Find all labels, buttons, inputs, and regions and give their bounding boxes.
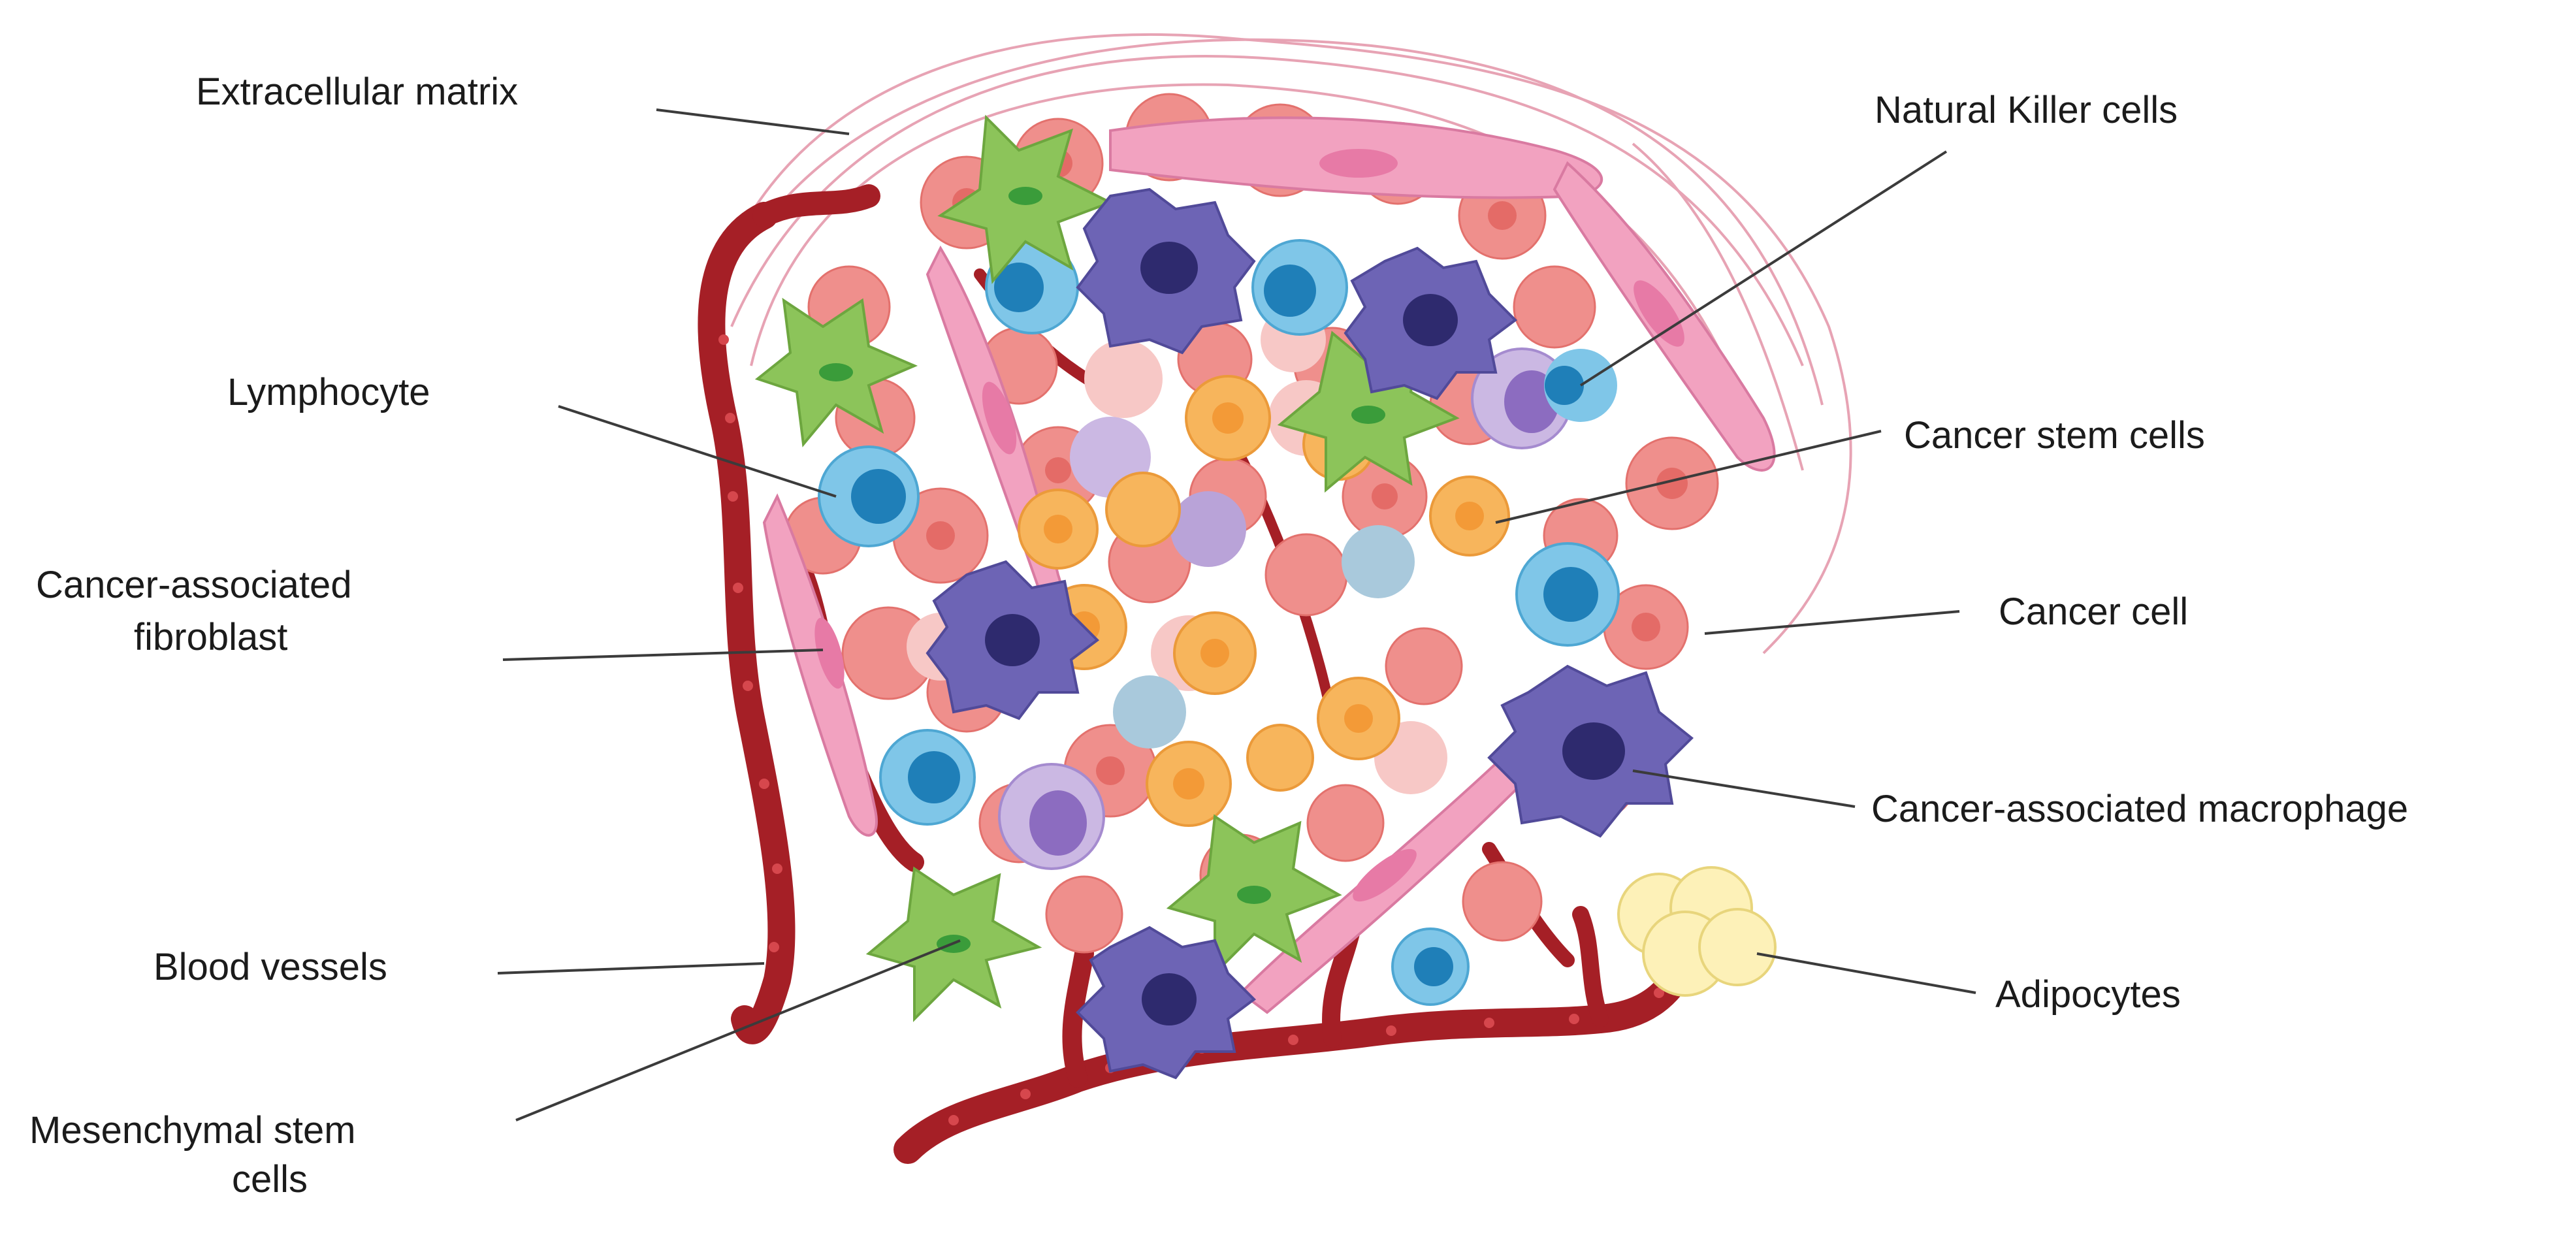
label-cancer-cell: Cancer cell [1999, 590, 2189, 633]
leader-line-blood [497, 962, 765, 975]
label-lymphocyte: Lymphocyte [227, 371, 430, 413]
label-cancer-associated-macrophage: Cancer-associated macrophage [1871, 788, 2409, 830]
leader-line-msc [515, 939, 961, 1121]
leader-line-ecm [656, 108, 850, 135]
label-adipocytes: Adipocytes [1995, 973, 2181, 1016]
leader-line-cancer-cell [1704, 610, 1960, 635]
lymphocytes [818, 239, 1620, 1006]
blood-cell-dots [718, 334, 1664, 1125]
leader-line-lymphocyte [558, 405, 837, 498]
adipocytes [1617, 866, 1777, 997]
label-caf-line1: Cancer-associated [36, 564, 352, 606]
leader-line-nk [1579, 150, 1948, 387]
leader-line-cam [1632, 769, 1856, 808]
fibroblasts [762, 116, 1776, 1014]
label-extracellular-matrix: Extracellular matrix [196, 71, 519, 113]
label-blood-vessels: Blood vessels [153, 946, 387, 988]
label-caf-line2: fibroblast [134, 616, 288, 658]
leader-line-adipocytes [1756, 952, 1976, 994]
label-cancer-stem-cells: Cancer stem cells [1904, 414, 2205, 457]
msc-nuclei [819, 187, 1385, 953]
leader-lines [497, 108, 1976, 1121]
macrophage-nuclei [985, 242, 1625, 1025]
label-msc-line1: Mesenchymal stem [29, 1109, 356, 1152]
leader-line-caf [502, 649, 824, 661]
label-msc-line2: cells [232, 1158, 308, 1201]
leader-line-stem [1495, 430, 1882, 524]
label-natural-killer-cells: Natural Killer cells [1875, 89, 2178, 131]
